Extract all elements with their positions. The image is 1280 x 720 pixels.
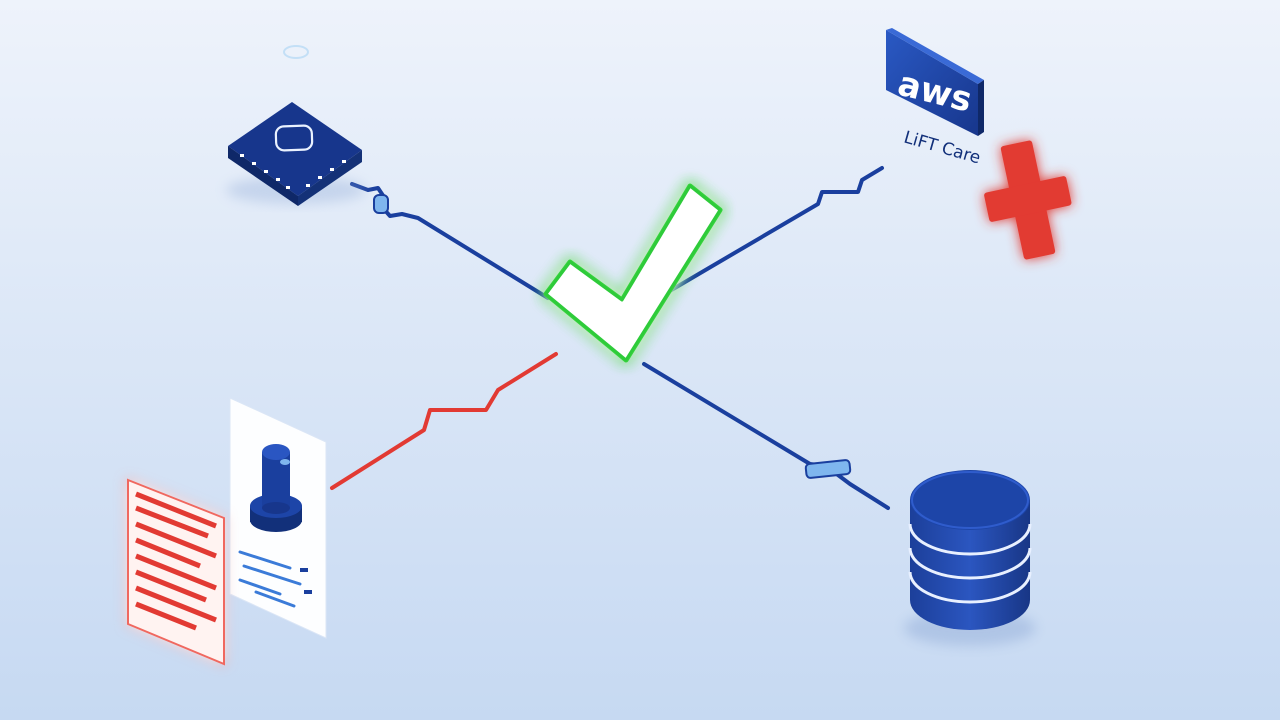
database-link-connector <box>804 459 852 479</box>
connections <box>330 166 890 510</box>
server-cylinder-icon <box>250 444 302 532</box>
decorative-ring <box>283 45 309 59</box>
server-document-icon <box>229 397 327 639</box>
network-link-connector <box>373 194 389 214</box>
network-switch-icon <box>226 102 366 206</box>
database-icon <box>904 470 1036 646</box>
error-log-icon <box>127 478 225 666</box>
aws-logo-icon: aws <box>886 28 984 136</box>
connection-server-to-center <box>330 352 558 490</box>
error-x-icon <box>984 140 1072 260</box>
connection-aws-to-center <box>666 166 884 294</box>
checkmark-icon <box>543 183 723 363</box>
